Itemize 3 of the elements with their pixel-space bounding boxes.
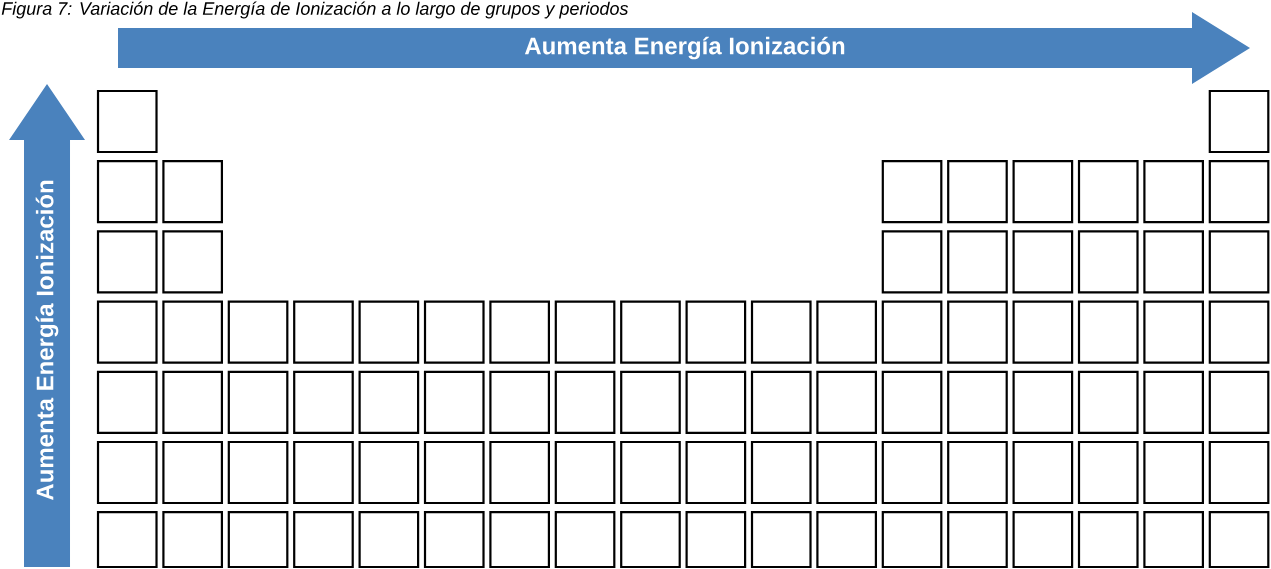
arrow-label: Aumenta Energía Ionización [524,36,845,60]
arrow-label: Aumenta Energía Ionización [35,180,59,501]
caption: Figura 7: Variación de la Energía de Ionización a lo largo de grupos y periodos [1,1,629,19]
